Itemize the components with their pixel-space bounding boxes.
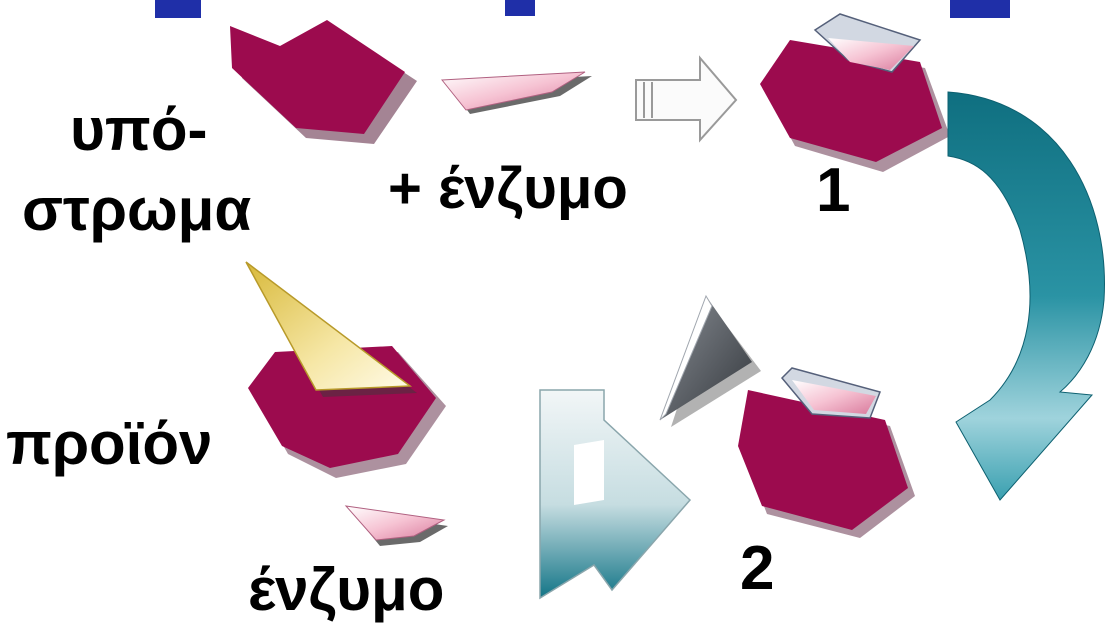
right-outline-arrow-icon — [636, 58, 736, 140]
bent-arrow-icon — [540, 390, 690, 598]
substrate-label-line2: στρωμα — [22, 180, 251, 240]
step-2-label: 2 — [740, 538, 774, 600]
enzyme-plus-label: + ένζυμο — [388, 160, 628, 218]
enzyme-trapezoid-icon — [442, 72, 592, 114]
product-complex — [246, 262, 446, 478]
curved-arrow-icon — [948, 92, 1104, 500]
enzyme-bottom-icon — [346, 506, 448, 546]
product-label: προϊόν — [6, 414, 212, 474]
enzyme-substrate-complex-1 — [760, 14, 950, 172]
step-1-label: 1 — [816, 160, 850, 222]
title-fragment — [155, 0, 1010, 18]
substrate-hexagon-icon — [230, 20, 417, 144]
enzyme-bottom-label: ένζυμο — [248, 560, 444, 620]
substrate-label-line1: υπό- — [70, 100, 208, 160]
enzyme-substrate-complex-2 — [738, 368, 915, 538]
